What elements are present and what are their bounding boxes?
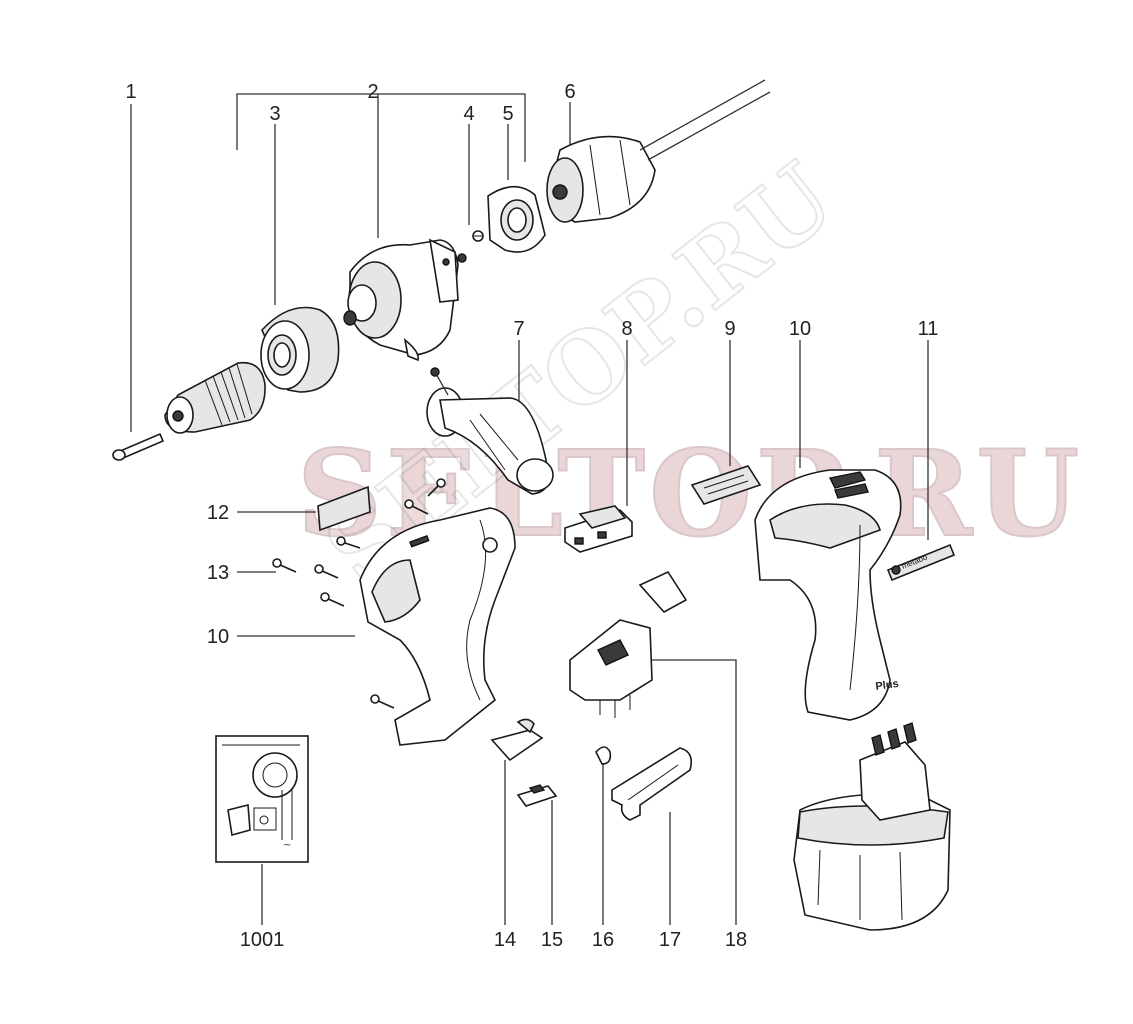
callout-1001: 1001 [240, 929, 285, 951]
svg-text:~: ~ [283, 840, 291, 851]
leader-lines [130, 93, 929, 925]
callout-17: 17 [659, 929, 681, 951]
callout-13: 13 [207, 562, 229, 584]
part-14-lever [490, 718, 544, 762]
part-10-housing-right: Plus [754, 469, 902, 721]
part-8-switch-slider [564, 505, 633, 553]
part-15-slide-button [516, 784, 558, 807]
part-3-collar-ring [260, 306, 340, 393]
part-12-sticker [317, 485, 371, 532]
part-4-small-screw [472, 230, 484, 242]
keyless-chuck [164, 361, 266, 434]
part-18-switch-module [569, 570, 688, 718]
callout-5: 5 [502, 103, 513, 125]
callout-4: 4 [463, 103, 474, 125]
callout-16: 16 [592, 929, 614, 951]
battery-pack [793, 722, 951, 931]
part-16-spring-clip [595, 746, 612, 765]
callout-18: 18 [725, 929, 747, 951]
callout-9: 9 [724, 318, 735, 340]
part-1001-schematic: ~ [215, 735, 309, 863]
callout-15: 15 [541, 929, 563, 951]
callout-labels: 1 2 3 4 5 6 7 8 9 10 11 12 13 10 1001 14… [125, 81, 938, 951]
part-13-screws [272, 478, 446, 709]
callout-6: 6 [564, 81, 575, 103]
callout-11: 11 [918, 318, 939, 340]
plus-marking: Plus [875, 678, 900, 693]
part-6-motor [546, 79, 771, 223]
callout-10-right: 10 [789, 318, 811, 340]
callout-7: 7 [513, 318, 524, 340]
part-9-label-plate [690, 465, 762, 505]
part-7-side-handle [426, 367, 554, 495]
callout-1: 1 [125, 81, 136, 103]
callout-14: 14 [494, 929, 516, 951]
callout-3: 3 [269, 103, 280, 125]
callout-10-left: 10 [207, 626, 229, 648]
callout-12: 12 [207, 502, 229, 524]
callout-8: 8 [621, 318, 632, 340]
part-2-gearbox [343, 238, 467, 362]
part-5-motor-plate [487, 185, 546, 253]
part-10-housing-left [359, 507, 516, 746]
part-17-bracket [611, 747, 693, 821]
callout-2: 2 [367, 81, 378, 103]
part-1-chuck-screw [112, 432, 165, 461]
